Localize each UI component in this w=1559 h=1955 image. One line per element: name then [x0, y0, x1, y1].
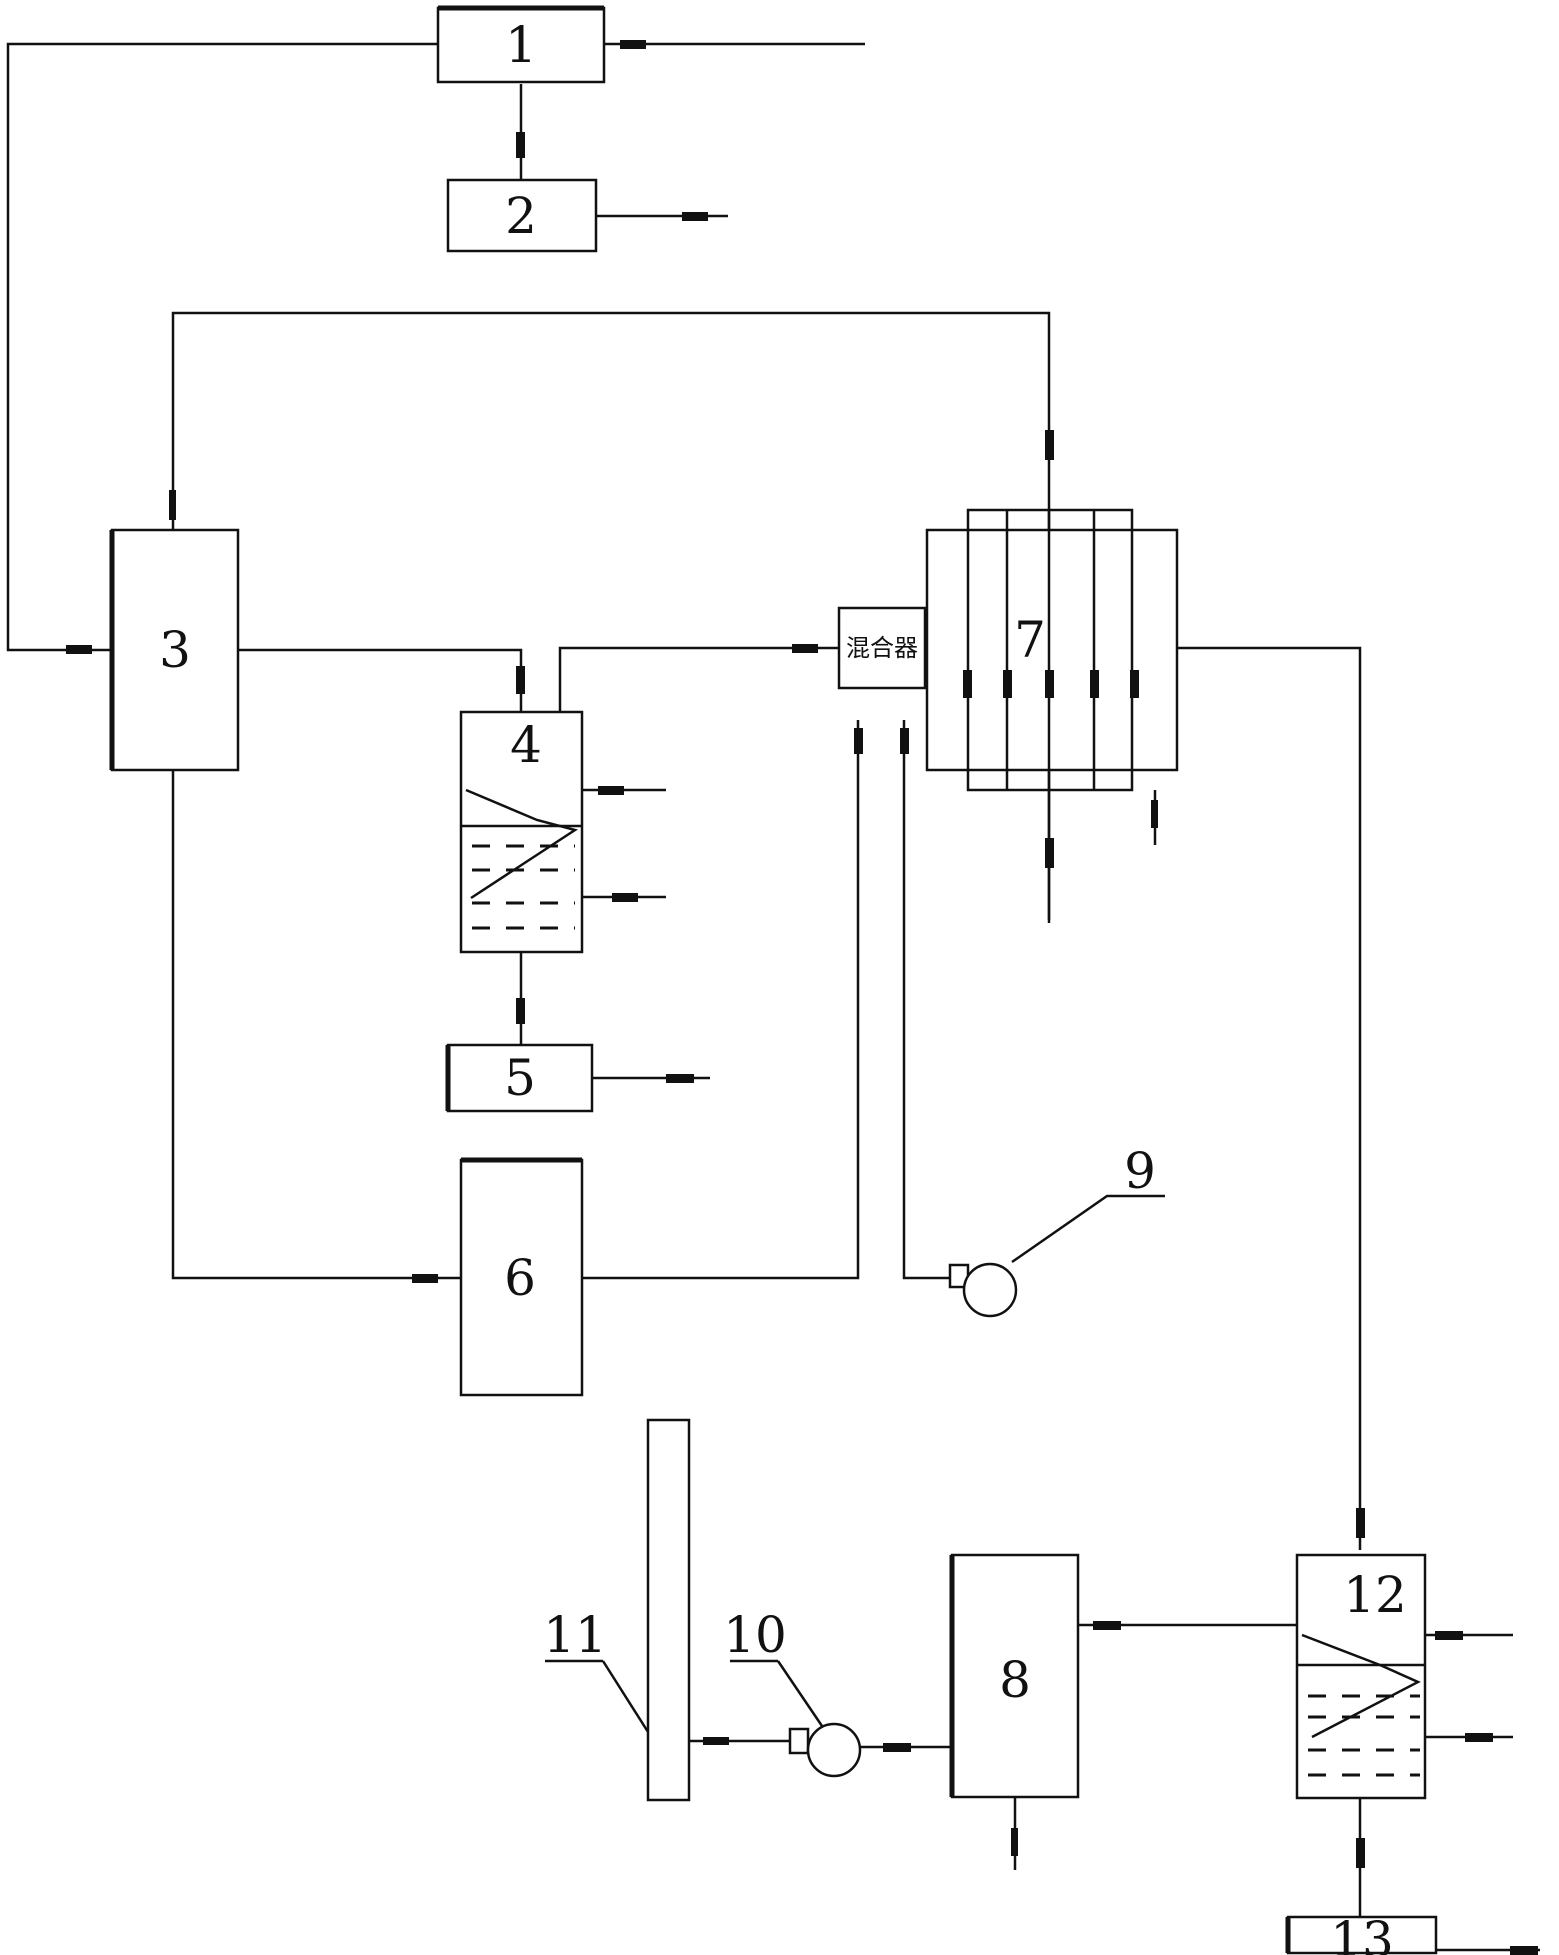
unit-8: 8: [949, 1553, 1080, 1799]
arrow-icon: [1045, 670, 1054, 698]
mixer-label: 混合器: [846, 634, 918, 662]
pipe-unit-7-to-unit-12: [1177, 646, 1362, 1550]
pipe-unit-3-to-unit-6: [171, 770, 461, 1280]
arrow-icon: [1510, 1946, 1538, 1955]
arrow-icon: [66, 645, 92, 654]
leader-unit-11: [601, 1660, 657, 1744]
unit-3: 3: [109, 528, 240, 772]
pipe-unit-6-to-mixer: [582, 720, 860, 1280]
mixer: 混合器: [837, 606, 927, 690]
arrow-icon: [703, 1737, 729, 1745]
unit-12-coil: [1301, 1633, 1421, 1739]
unit-2-label: 2: [505, 187, 537, 245]
arrow-icon: [1011, 1828, 1018, 1856]
arrow-icon: [963, 670, 972, 698]
unit-4-label: 4: [510, 716, 542, 774]
unit-8-label: 8: [999, 1651, 1031, 1709]
unit-12-label: 12: [1343, 1566, 1407, 1624]
arrow-icon: [1356, 1838, 1365, 1868]
arrow-icon: [1130, 670, 1139, 698]
unit-1: 1: [436, 5, 606, 84]
unit-2: 2: [446, 178, 598, 253]
arrow-icon: [612, 893, 638, 902]
unit-1-label: 1: [505, 16, 537, 74]
flow-arrows: [66, 40, 1538, 1955]
pipe-unit-1-to-unit-3: [6, 42, 438, 652]
unit-7-label: 7: [1014, 611, 1046, 669]
leader-unit-10: [776, 1660, 824, 1727]
arrow-icon: [598, 786, 624, 795]
arrow-icon: [412, 1274, 438, 1283]
arrow-icon: [883, 1743, 911, 1752]
arrow-icon: [854, 728, 863, 754]
arrow-icon: [516, 132, 525, 158]
arrow-icon: [620, 40, 646, 49]
pipe-unit-4-to-mixer: [558, 646, 839, 712]
unit-3-label: 3: [159, 621, 191, 679]
arrow-icon: [1045, 838, 1054, 868]
arrow-icon: [1003, 670, 1012, 698]
arrow-icon: [1356, 1508, 1365, 1538]
pipelines: [6, 42, 1540, 1952]
arrow-icon: [169, 490, 176, 520]
arrow-icon: [900, 728, 909, 754]
unit-9-pump: 9: [948, 1142, 1156, 1318]
unit-4-coil: [465, 788, 579, 900]
unit-6-label: 6: [504, 1249, 536, 1307]
arrow-icon: [1045, 430, 1054, 460]
arrow-icon: [516, 998, 525, 1024]
pipe-unit-7-to-unit-3: [171, 311, 1051, 530]
arrow-icon: [1151, 800, 1158, 828]
pipe-pump-9-to-mixer: [902, 720, 952, 1280]
unit-4: 4: [459, 710, 584, 954]
arrow-icon: [1093, 1621, 1121, 1630]
unit-13: 13: [1285, 1911, 1438, 1955]
arrow-icon: [516, 666, 525, 694]
arrow-icon: [666, 1074, 694, 1083]
arrow-icon: [792, 644, 818, 653]
arrow-icon: [1465, 1733, 1493, 1742]
arrow-icon: [682, 212, 708, 221]
unit-11: 11: [543, 1418, 691, 1802]
unit-7: 7: [925, 508, 1179, 792]
arrow-icon: [1435, 1631, 1463, 1640]
unit-11-label: 11: [543, 1606, 607, 1664]
unit-5-label: 5: [504, 1049, 536, 1107]
unit-9-label: 9: [1124, 1142, 1156, 1200]
unit-10-label: 10: [723, 1606, 787, 1664]
unit-10-pump: 10: [723, 1606, 862, 1778]
unit-5: 5: [445, 1043, 594, 1113]
leader-unit-9: [1011, 1194, 1165, 1264]
unit-12: 12: [1295, 1553, 1427, 1800]
unit-6: 6: [459, 1157, 584, 1397]
pipe-unit-3-to-unit-4: [238, 648, 523, 712]
arrow-icon: [1090, 670, 1099, 698]
unit-13-label: 13: [1330, 1911, 1394, 1955]
